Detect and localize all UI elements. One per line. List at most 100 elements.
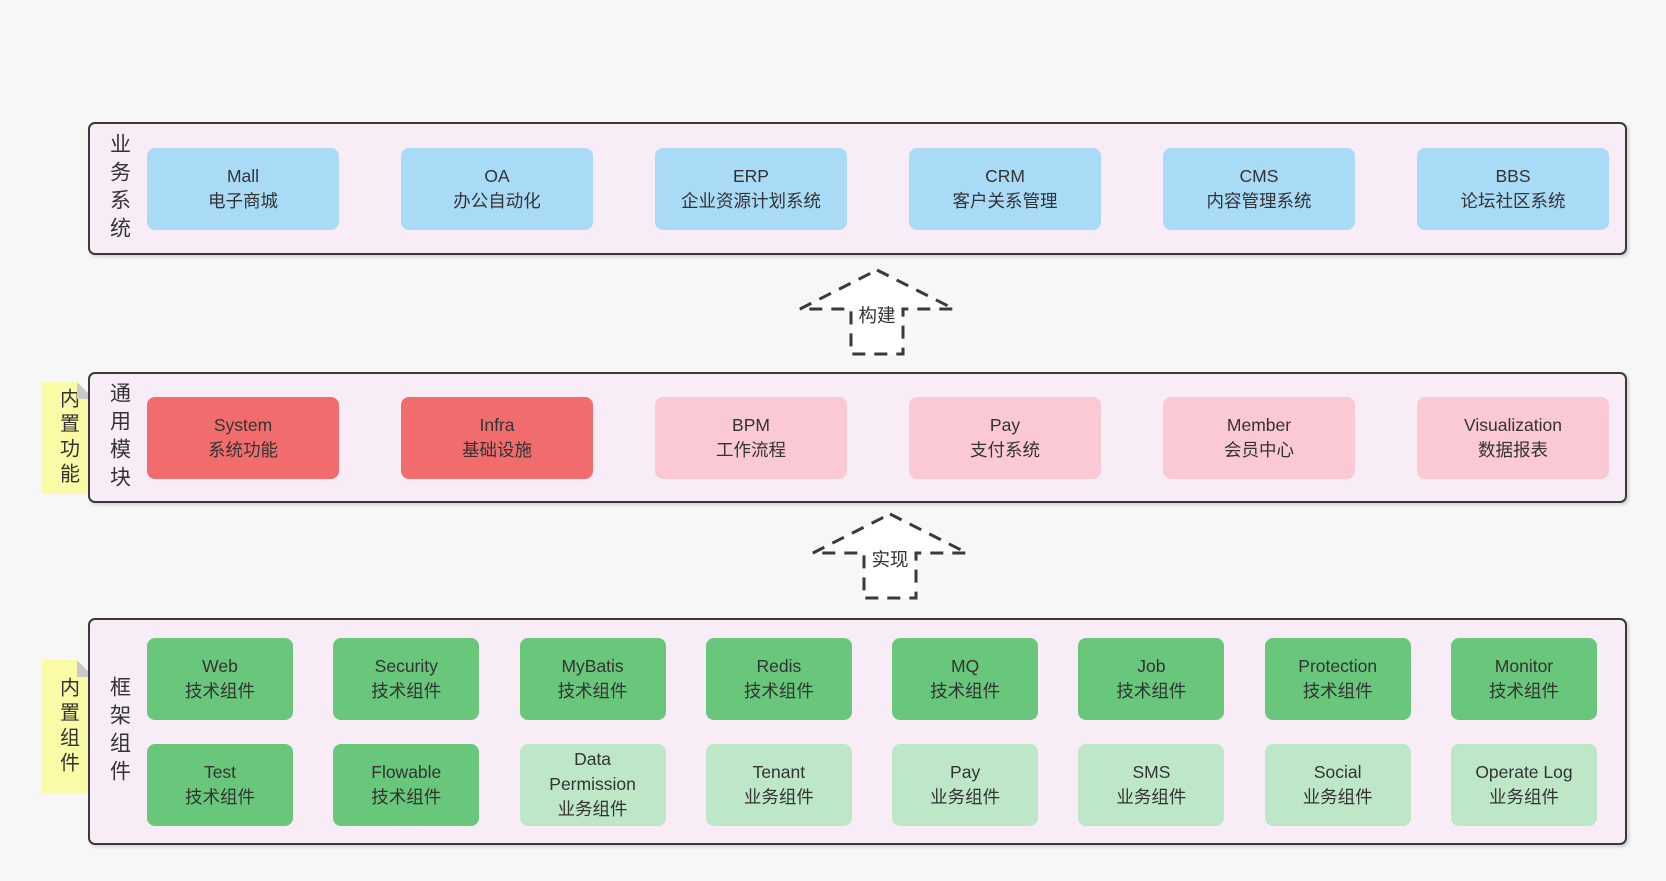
box-subtitle: 企业资源计划系统: [681, 190, 821, 211]
box-subtitle: 内容管理系统: [1206, 190, 1312, 211]
box-subtitle: 技术组件: [185, 786, 255, 807]
up-arrow-icon: [812, 512, 968, 600]
build-arrow: 构建: [792, 266, 962, 358]
modules-boxes-row: System 系统功能 Infra 基础设施 BPM 工作流程 Pay 支付系统…: [147, 374, 1625, 501]
box-visualization: Visualization 数据报表: [1417, 396, 1609, 479]
box-subtitle: 系统功能: [208, 439, 278, 460]
box-title: MQ: [951, 655, 980, 676]
box-subtitle: 业务组件: [557, 798, 628, 819]
box-tenant: Tenant 业务组件: [705, 743, 852, 826]
box-subtitle: 技术组件: [1302, 680, 1373, 701]
components-grid: Web 技术组件 Security 技术组件 MyBatis 技术组件 Redi…: [147, 620, 1625, 843]
tag-text: 内置功能: [56, 388, 79, 488]
box-infra: Infra 基础设施: [401, 396, 593, 479]
box-subtitle: 基础设施: [462, 439, 532, 460]
box-web: Web 技术组件: [147, 637, 293, 720]
box-pay: Pay 支付系统: [909, 396, 1101, 479]
box-crm: CRM 客户关系管理: [909, 147, 1101, 230]
box-monitor: Monitor 技术组件: [1450, 637, 1597, 720]
box-title: Social: [1313, 761, 1362, 782]
box-subtitle: 办公自动化: [453, 190, 541, 211]
box-subtitle: 工作流程: [716, 439, 786, 460]
tag-text: 内置组件: [56, 676, 79, 777]
box-title: CMS: [1239, 165, 1279, 186]
box-data-permission: Data Permission 业务组件: [519, 743, 666, 826]
box-subtitle: 技术组件: [930, 680, 1001, 701]
box-subtitle: 客户关系管理: [952, 190, 1058, 211]
up-arrow-icon: [799, 268, 955, 356]
box-title: BPM: [732, 414, 770, 435]
box-title: Pay: [989, 414, 1021, 435]
implement-arrow: 实现: [805, 510, 975, 602]
box-title: System: [213, 414, 273, 435]
box-title: Flowable: [371, 761, 442, 782]
box-job: Job 技术组件: [1078, 637, 1225, 720]
box-title: SMS: [1132, 761, 1171, 782]
box-title: Web: [202, 655, 238, 676]
box-title: OA: [484, 165, 510, 186]
box-subtitle: 技术组件: [371, 786, 442, 807]
box-subtitle: 技术组件: [185, 680, 255, 701]
box-title: Mall: [226, 165, 260, 186]
box-title: Pay: [950, 761, 981, 782]
box-subtitle: 技术组件: [1488, 680, 1559, 701]
box-title: Tenant: [752, 761, 806, 782]
box-bpm: BPM 工作流程: [655, 396, 847, 479]
box-mq: MQ 技术组件: [892, 637, 1039, 720]
box-title: Infra: [479, 414, 515, 435]
box-subtitle: 业务组件: [743, 786, 814, 807]
box-system: System 系统功能: [147, 396, 339, 479]
implement-arrow-label: 实现: [871, 549, 909, 570]
common-modules-label: 通用模块: [107, 381, 131, 494]
box-subtitle: 技术组件: [557, 680, 628, 701]
box-title: Data Permission: [549, 749, 636, 795]
box-flowable: Flowable 技术组件: [333, 743, 480, 826]
box-subtitle: 支付系统: [970, 439, 1040, 460]
tag-built-in-features: 内置功能: [42, 382, 94, 494]
box-member: Member 会员中心: [1163, 396, 1355, 479]
box-subtitle: 技术组件: [1116, 680, 1187, 701]
box-title: Security: [374, 655, 438, 676]
box-cms: CMS 内容管理系统: [1163, 147, 1355, 230]
box-test: Test 技术组件: [147, 743, 293, 826]
components-row-1: Web 技术组件 Security 技术组件 MyBatis 技术组件 Redi…: [147, 637, 1597, 720]
box-protection: Protection 技术组件: [1264, 637, 1411, 720]
box-subtitle: 电子商城: [208, 190, 278, 211]
build-arrow-label: 构建: [858, 305, 896, 326]
tag-built-in-components: 内置组件: [42, 660, 94, 793]
box-erp: ERP 企业资源计划系统: [655, 147, 847, 230]
box-social: Social 业务组件: [1264, 743, 1411, 826]
business-systems-label: 业务系统: [107, 132, 131, 245]
box-title: Operate Log: [1475, 761, 1573, 782]
framework-components-panel: 框架组件 Web 技术组件 Security 技术组件 MyBatis 技术组件…: [88, 618, 1627, 845]
box-subtitle: 技术组件: [371, 680, 442, 701]
box-subtitle: 技术组件: [743, 680, 814, 701]
box-security: Security 技术组件: [333, 637, 480, 720]
box-title: ERP: [733, 165, 769, 186]
box-title: BBS: [1495, 165, 1531, 186]
box-pay-component: Pay 业务组件: [892, 743, 1039, 826]
box-title: Test: [203, 761, 237, 782]
box-mybatis: MyBatis 技术组件: [519, 637, 666, 720]
box-title: Redis: [756, 655, 802, 676]
box-title: Monitor: [1494, 655, 1554, 676]
box-subtitle: 数据报表: [1478, 439, 1548, 460]
box-title: CRM: [985, 165, 1025, 186]
box-title: MyBatis: [561, 655, 624, 676]
box-bbs: BBS 论坛社区系统: [1417, 147, 1609, 230]
box-title: Member: [1226, 414, 1292, 435]
box-subtitle: 业务组件: [1302, 786, 1373, 807]
box-mall: Mall 电子商城: [147, 147, 339, 230]
box-subtitle: 业务组件: [1488, 786, 1559, 807]
box-sms: SMS 业务组件: [1078, 743, 1225, 826]
framework-components-label: 框架组件: [107, 675, 131, 788]
box-title: Visualization: [1464, 414, 1562, 435]
box-operate-log: Operate Log 业务组件: [1450, 743, 1597, 826]
business-boxes-row: Mall 电子商城 OA 办公自动化 ERP 企业资源计划系统 CRM 客户关系…: [147, 124, 1625, 253]
box-subtitle: 会员中心: [1224, 439, 1294, 460]
common-modules-panel: 通用模块 System 系统功能 Infra 基础设施 BPM 工作流程 Pay…: [88, 372, 1627, 503]
box-redis: Redis 技术组件: [705, 637, 852, 720]
box-subtitle: 业务组件: [930, 786, 1001, 807]
box-oa: OA 办公自动化: [401, 147, 593, 230]
